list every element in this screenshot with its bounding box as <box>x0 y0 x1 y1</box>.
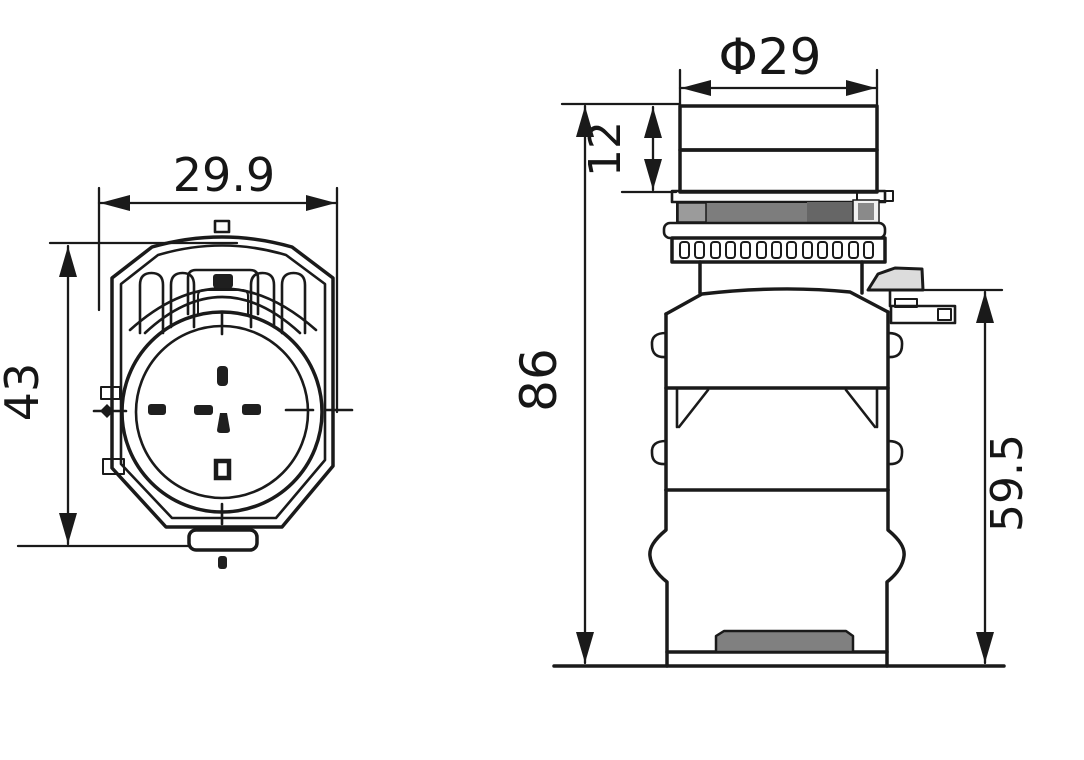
arrowhead-top <box>644 107 662 138</box>
side-window-left <box>100 386 121 400</box>
waist-right <box>885 488 906 668</box>
terminal-lug <box>866 266 957 325</box>
side-view: Φ29 12 86 59.5 <box>510 28 1033 668</box>
dimension-width-29-9: 29.9 <box>97 148 339 414</box>
bottom-mark <box>218 556 227 569</box>
side-window-corner <box>102 458 125 475</box>
dome-arc-outer <box>128 287 318 332</box>
bezel-flange <box>662 221 887 240</box>
pin-dash-left <box>148 404 166 415</box>
front-bottom-tab <box>187 528 259 569</box>
dimension-body-height: 59.5 <box>893 288 1033 665</box>
base-bar <box>714 629 855 654</box>
keying-tab <box>213 219 231 234</box>
front-view: 29.9 43 <box>0 148 354 569</box>
arrowhead-bottom <box>976 632 994 663</box>
front-housing <box>100 219 335 529</box>
arrowhead-right <box>306 195 336 211</box>
dimension-height-43: 43 <box>0 241 239 548</box>
arrowhead-top <box>976 292 994 323</box>
ring-slots <box>679 241 874 259</box>
front-circles <box>92 310 354 526</box>
dim-label-overall-height: 86 <box>510 348 568 412</box>
mounting-clip-left-lower <box>650 439 668 466</box>
neck <box>698 260 864 295</box>
corner-gussets <box>675 388 879 429</box>
dim-label-body-height: 59.5 <box>982 434 1033 532</box>
arrowhead-top <box>59 246 77 277</box>
dim-label-cap-diameter: Φ29 <box>719 28 822 86</box>
pin-bottom <box>213 458 232 481</box>
arrowhead-left <box>681 80 711 96</box>
waist-left <box>648 488 669 668</box>
switch-body <box>648 287 906 668</box>
dim-label-width: 29.9 <box>173 148 275 202</box>
arrowhead-top <box>576 106 594 137</box>
contact-pins <box>148 366 261 481</box>
button-cap <box>670 104 894 204</box>
center-terminal-box <box>186 268 260 316</box>
dim-label-height: 43 <box>0 363 49 422</box>
centerline-diamond <box>100 404 114 418</box>
terminal-strip <box>889 304 957 325</box>
arrowhead-bottom <box>576 632 594 663</box>
mounting-clip-right-lower <box>886 439 904 466</box>
arrowhead-left <box>100 195 130 211</box>
dimension-cap-height: 12 <box>580 105 678 194</box>
mounting-clip-left-upper <box>650 331 668 359</box>
pin-dash-mid <box>194 405 213 415</box>
dimension-overall-height: 86 <box>510 102 682 665</box>
bezel-band <box>662 199 887 240</box>
pin-dash-right <box>242 404 261 415</box>
pin-top <box>217 366 228 386</box>
locking-ring <box>670 236 887 264</box>
pin-center-lower <box>217 413 230 433</box>
arrowhead-right <box>846 80 876 96</box>
terminal-end <box>937 308 952 321</box>
dimension-cap-diameter: Φ29 <box>678 28 879 108</box>
mounting-clip-right-upper <box>886 331 904 359</box>
terminal-arches <box>138 268 307 335</box>
arrowhead-bottom <box>59 513 77 544</box>
arrowhead-bottom <box>644 159 662 190</box>
